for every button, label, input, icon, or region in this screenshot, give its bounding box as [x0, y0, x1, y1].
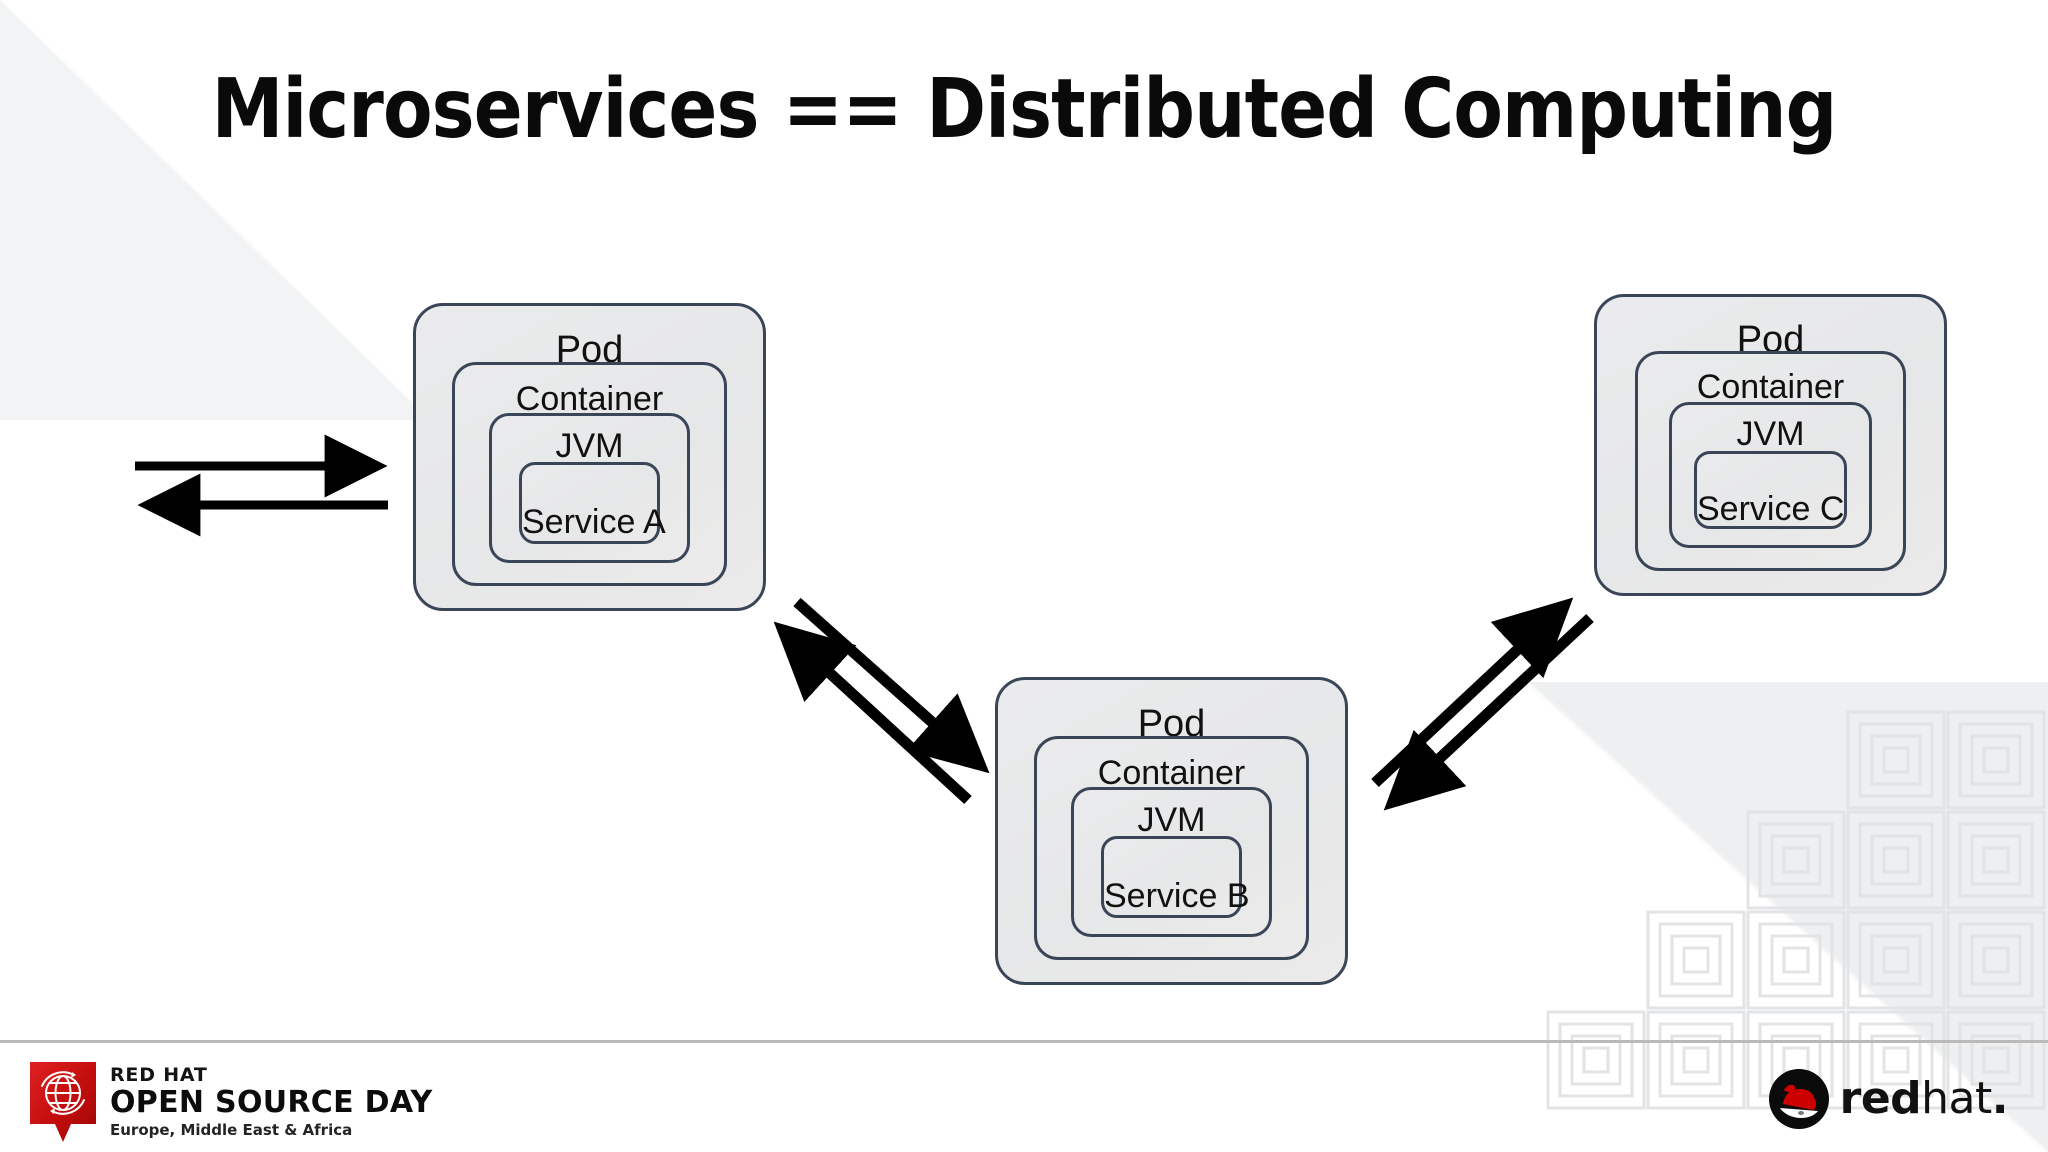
jvm-layer[interactable]: JVM Service A [489, 413, 690, 563]
container-label: Container [515, 380, 664, 418]
arrow-c-to-b [1383, 613, 1594, 811]
service-label: Service B [1104, 877, 1250, 915]
service-label: Service C [1697, 490, 1845, 528]
redhat-word-hat: hat [1921, 1073, 1992, 1124]
event-logo-line1: RED HAT [110, 1064, 208, 1086]
arrow-b-to-c [1371, 597, 1574, 788]
globe-pin-icon [30, 1062, 96, 1142]
event-logo: RED HAT OPEN SOURCE DAY Europe, Middle E… [30, 1062, 433, 1146]
container-layer[interactable]: Container JVM Service B [1034, 736, 1309, 960]
service-label: Service A [522, 503, 666, 541]
redhat-logo: redhat. [1768, 1068, 2009, 1130]
jvm-layer[interactable]: JVM Service C [1669, 402, 1872, 548]
event-logo-line2: OPEN SOURCE DAY [110, 1084, 433, 1120]
redhat-shadowman-icon [1768, 1069, 1829, 1129]
page-title: Microservices == Distributed Computing [211, 62, 1838, 157]
service-layer[interactable]: Service B [1101, 836, 1250, 918]
jvm-label: JVM [555, 427, 624, 465]
arrow-b-to-a [773, 621, 972, 805]
footer-divider [0, 1040, 2048, 1043]
event-logo-line3: Europe, Middle East & Africa [110, 1121, 353, 1140]
arrow-a-to-b [793, 597, 990, 774]
jvm-layer[interactable]: JVM Service B [1071, 787, 1272, 937]
pod-group-service-b[interactable]: Pod Container JVM Service B [995, 677, 1348, 985]
service-layer[interactable]: Service C [1694, 451, 1847, 529]
jvm-label: JVM [1736, 415, 1805, 453]
redhat-word-red: red [1839, 1073, 1922, 1124]
redhat-wordmark: redhat. [1840, 1077, 2009, 1121]
event-logo-text: RED HAT OPEN SOURCE DAY Europe, Middle E… [110, 1062, 433, 1139]
container-label: Container [1696, 368, 1845, 406]
container-label: Container [1097, 754, 1246, 792]
container-layer[interactable]: Container JVM Service A [452, 362, 727, 586]
redhat-word-dot: . [1991, 1073, 2009, 1124]
pod-group-service-c[interactable]: Pod Container JVM Service C [1594, 294, 1947, 596]
container-layer[interactable]: Container JVM Service C [1635, 351, 1906, 571]
pod-group-service-a[interactable]: Pod Container JVM Service A [413, 303, 766, 611]
service-layer[interactable]: Service A [519, 462, 666, 544]
jvm-label: JVM [1137, 801, 1206, 839]
